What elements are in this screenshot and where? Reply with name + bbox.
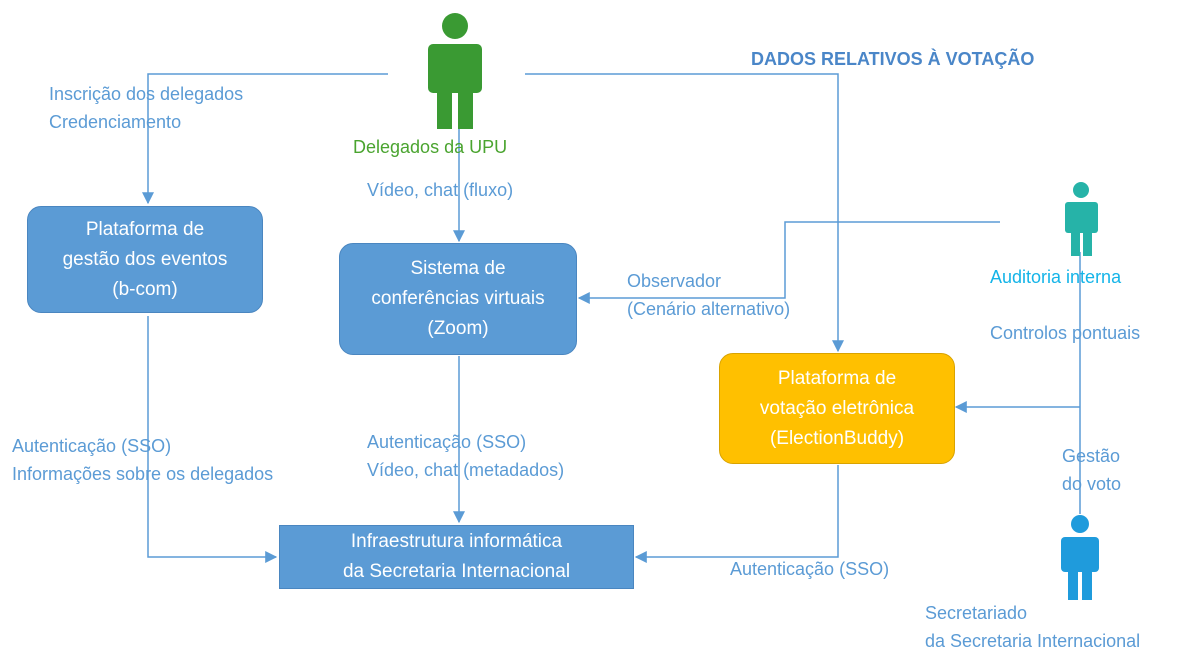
registration-label-line-2: Credenciamento — [49, 112, 182, 132]
video-chat-stream-label: Vídeo, chat (fluxo) — [367, 180, 514, 200]
virtual-conference-system-box: Sistema de conferências virtuais (Zoom) — [339, 243, 577, 355]
connector-delegates-to-event-platform — [142, 73, 388, 205]
vote-management-line-1: Gestão — [1062, 446, 1121, 466]
internal-audit-label: Auditoria interna — [990, 267, 1122, 287]
conference-system-line-1: Sistema de — [410, 258, 506, 279]
voting-data-title: DADOS RELATIVOS À VOTAÇÃO — [751, 49, 1035, 69]
observer-label-line-1: Observador — [627, 271, 722, 291]
infrastructure-line-2: da Secretaria Internacional — [342, 561, 571, 582]
secretariat-label-line-1: Secretariado — [925, 603, 1028, 623]
auth-voting-label: Autenticação (SSO) — [730, 559, 890, 579]
event-platform-line-2: gestão dos eventos — [62, 248, 228, 270]
voting-platform-line-3: (ElectionBuddy) — [769, 427, 905, 449]
connector-delegates-to-voting — [525, 73, 844, 353]
connector-voting-to-infrastructure — [634, 465, 839, 563]
event-management-platform-box: Plataforma de gestão dos eventos (b-com) — [27, 206, 263, 313]
observer-label-line-2: (Cenário alternativo) — [627, 299, 791, 319]
secretariat-person-icon — [1061, 515, 1099, 600]
auth-event-info-label: Autenticação (SSO) Informações sobre os … — [12, 432, 273, 488]
auditor-person-icon — [1065, 182, 1098, 256]
auth-video-meta-label: Autenticação (SSO) Vídeo, chat (metadado… — [367, 428, 564, 484]
infrastructure-line-1: Infraestrutura informática — [350, 531, 563, 552]
conference-system-line-3: (Zoom) — [427, 318, 489, 339]
auth-event-info-line-1: Autenticação (SSO) — [12, 436, 172, 456]
event-platform-line-1: Plataforma de — [85, 218, 205, 240]
voting-platform-line-1: Plataforma de — [777, 367, 897, 389]
auth-video-meta-line-2: Vídeo, chat (metadados) — [367, 460, 565, 480]
it-infrastructure-box: Infraestrutura informática da Secretaria… — [279, 525, 634, 589]
conference-system-line-2: conferências virtuais — [371, 288, 545, 309]
observer-label: Observador (Cenário alternativo) — [627, 267, 790, 323]
electronic-voting-platform-box: Plataforma de votação eletrônica (Electi… — [719, 353, 955, 464]
secretariat-label: Secretariado da Secretaria Internacional — [925, 599, 1140, 655]
voting-platform-line-2: votação eletrônica — [759, 397, 915, 419]
connector-audit-to-conference — [577, 221, 1000, 304]
spot-checks-label: Controlos pontuais — [990, 323, 1141, 343]
connector-event-platform-to-infrastructure — [147, 316, 278, 563]
registration-label-line-1: Inscrição dos delegados — [49, 84, 244, 104]
event-platform-line-3: (b-com) — [112, 278, 178, 300]
auth-video-meta-line-1: Autenticação (SSO) — [367, 432, 527, 452]
secretariat-label-line-2: da Secretaria Internacional — [925, 631, 1141, 651]
delegates-label: Delegados da UPU — [353, 137, 508, 157]
vote-management-label: Gestão do voto — [1062, 442, 1121, 498]
auth-event-info-line-2: Informações sobre os delegados — [12, 464, 274, 484]
delegates-person-icon — [428, 13, 482, 129]
vote-management-line-2: do voto — [1062, 474, 1122, 494]
registration-label: Inscrição dos delegados Credenciamento — [49, 80, 243, 136]
